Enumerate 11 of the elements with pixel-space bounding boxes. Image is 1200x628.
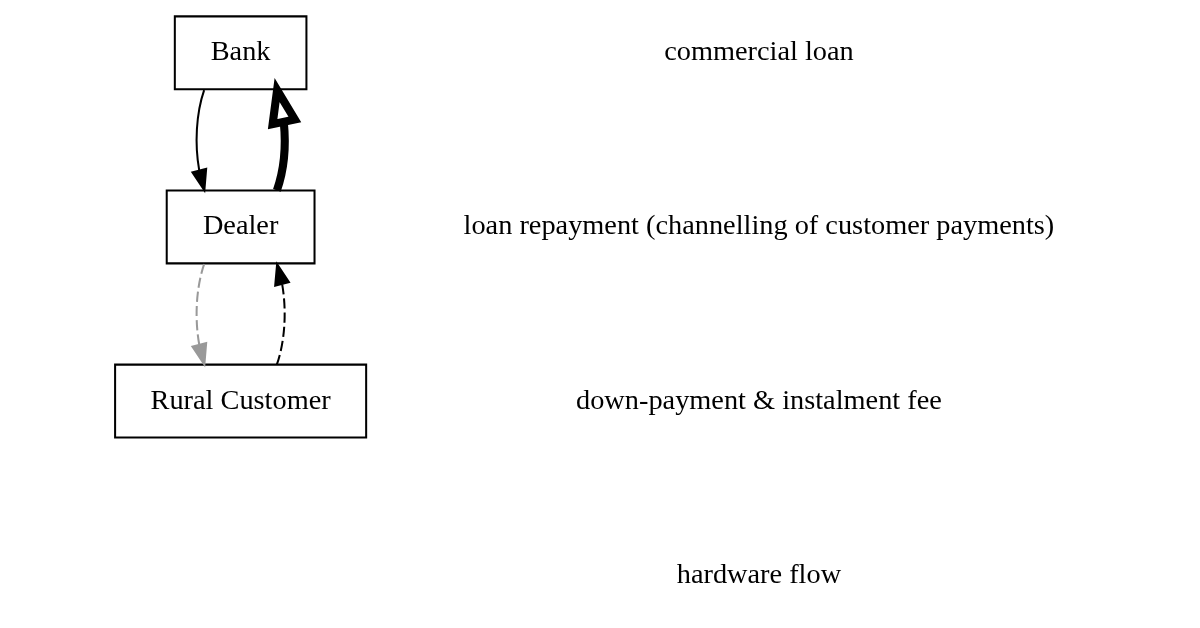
arrow xyxy=(190,89,208,194)
arrow xyxy=(190,263,208,368)
legend-label: hardware flow xyxy=(676,557,842,589)
arrow xyxy=(267,78,302,192)
arrow xyxy=(274,261,291,365)
node-box: Dealer xyxy=(165,189,316,265)
legend-label: commercial loan xyxy=(664,35,854,67)
node-box: Rural Customer xyxy=(114,363,368,439)
node-box: Bank xyxy=(173,15,308,91)
legend-label: loan repayment (channelling of customer payments) xyxy=(463,209,1055,241)
legend-label: down-payment & instalment fee xyxy=(576,383,942,415)
